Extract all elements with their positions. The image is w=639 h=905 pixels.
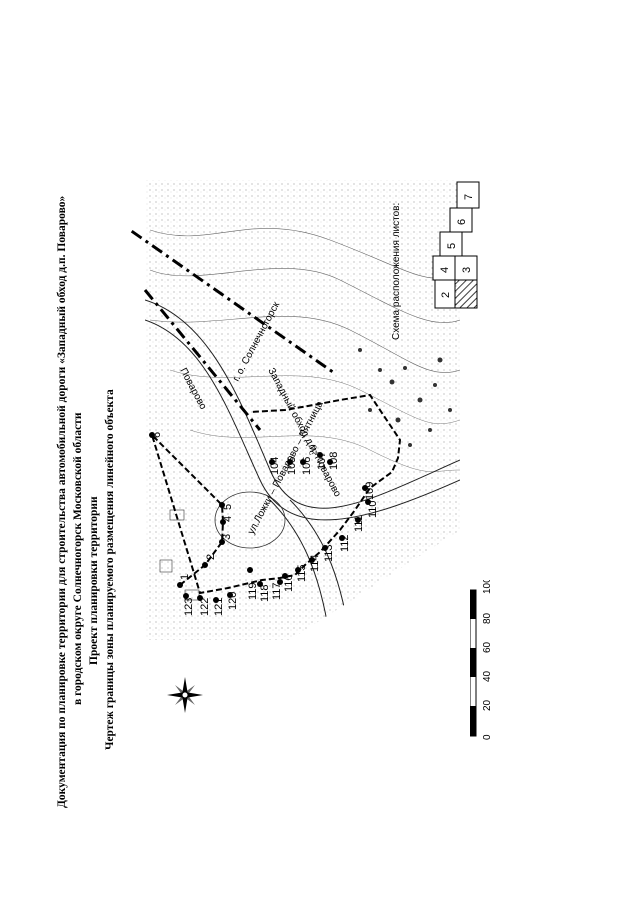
point-label: 3 (221, 534, 233, 540)
point-label: 109 (364, 482, 376, 500)
title-line-3: Проект планировки территории (88, 496, 100, 665)
point-label: 122 (199, 598, 211, 616)
boundary-dashed-north (143, 289, 262, 431)
sheet-number: 4 (439, 267, 451, 273)
scale-tick: 20 (482, 699, 493, 711)
scale-tick: 40 (482, 670, 493, 682)
sheet-number: 7 (463, 194, 475, 200)
scale-tick: 60 (482, 641, 493, 653)
scale-tick: 0 (482, 734, 493, 740)
point-label: 5 (222, 504, 234, 510)
sheet-number: 3 (461, 267, 473, 273)
planning-map: 1 2 3 4 5 6 104 105 106 107 108 109 110 … (130, 180, 460, 640)
point-label: 114 (309, 554, 321, 572)
scale-tick: 80 (482, 612, 493, 624)
point-label: 121 (213, 598, 225, 616)
point-label: 120 (227, 592, 239, 610)
point-label: 2 (205, 554, 217, 560)
point-label: 115 (296, 564, 308, 582)
point-label: 123 (183, 598, 195, 616)
point-label: 116 (283, 574, 295, 592)
title-line-1: Документация по планировке территории дл… (56, 195, 68, 808)
point-label: 108 (328, 452, 340, 470)
point-label: 110 (367, 500, 379, 518)
sheet-number: 2 (440, 292, 452, 298)
point-label: 119 (247, 582, 259, 600)
point-label: 107 (316, 452, 328, 470)
map-base (145, 180, 460, 640)
point-label: 113 (323, 544, 335, 562)
point-label: 1 (179, 574, 191, 580)
point-label: 118 (259, 584, 271, 602)
sheet-number: 6 (456, 219, 468, 225)
point-label: 112 (339, 534, 351, 552)
point-label: 4 (222, 516, 234, 522)
point-label: 6 (151, 432, 163, 438)
point-label: 106 (301, 457, 313, 475)
point-label: 105 (286, 457, 298, 475)
compass-rose-icon (167, 677, 203, 713)
point-label: 104 (269, 457, 281, 475)
sheet-number: 5 (446, 243, 458, 249)
boundary-points (149, 432, 371, 603)
scale-tick: 100 м (482, 580, 493, 594)
point-label: 117 (271, 582, 283, 600)
title-line-4: Чертеж границы зоны планируемого размеще… (104, 389, 116, 750)
sheet-layout-scheme: Схема расположения листов: 2 3 4 5 6 7 (391, 181, 480, 340)
sheet-scheme-title: Схема расположения листов: (391, 203, 402, 340)
point-label: 111 (353, 515, 365, 532)
title-line-2: в городском округе Солнечногорск Московс… (72, 412, 84, 705)
scale-bar: 0 20 40 60 80 100 м (470, 580, 493, 740)
boundary-dashed-top (130, 229, 338, 376)
